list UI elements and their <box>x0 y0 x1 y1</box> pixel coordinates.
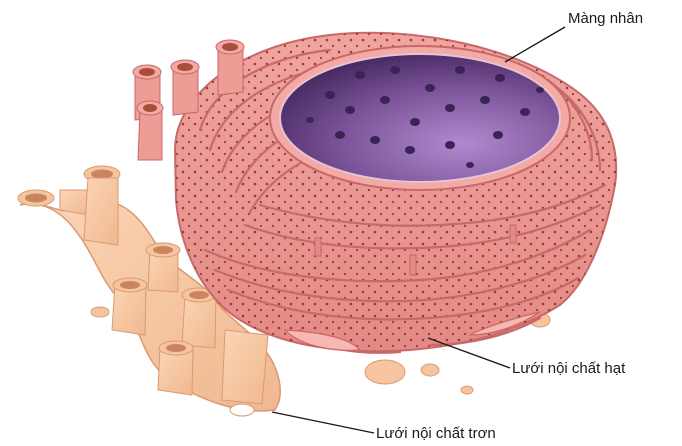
smooth-er-label: Lưới nội chất trơn <box>376 425 496 442</box>
nuclear-envelope-label: Màng nhân <box>568 10 643 27</box>
nuclear-envelope-leader <box>505 27 565 62</box>
rough-er-label: Lưới nội chất hạt <box>512 360 625 377</box>
nucleus <box>270 46 570 190</box>
smooth-er-leader <box>272 412 374 433</box>
